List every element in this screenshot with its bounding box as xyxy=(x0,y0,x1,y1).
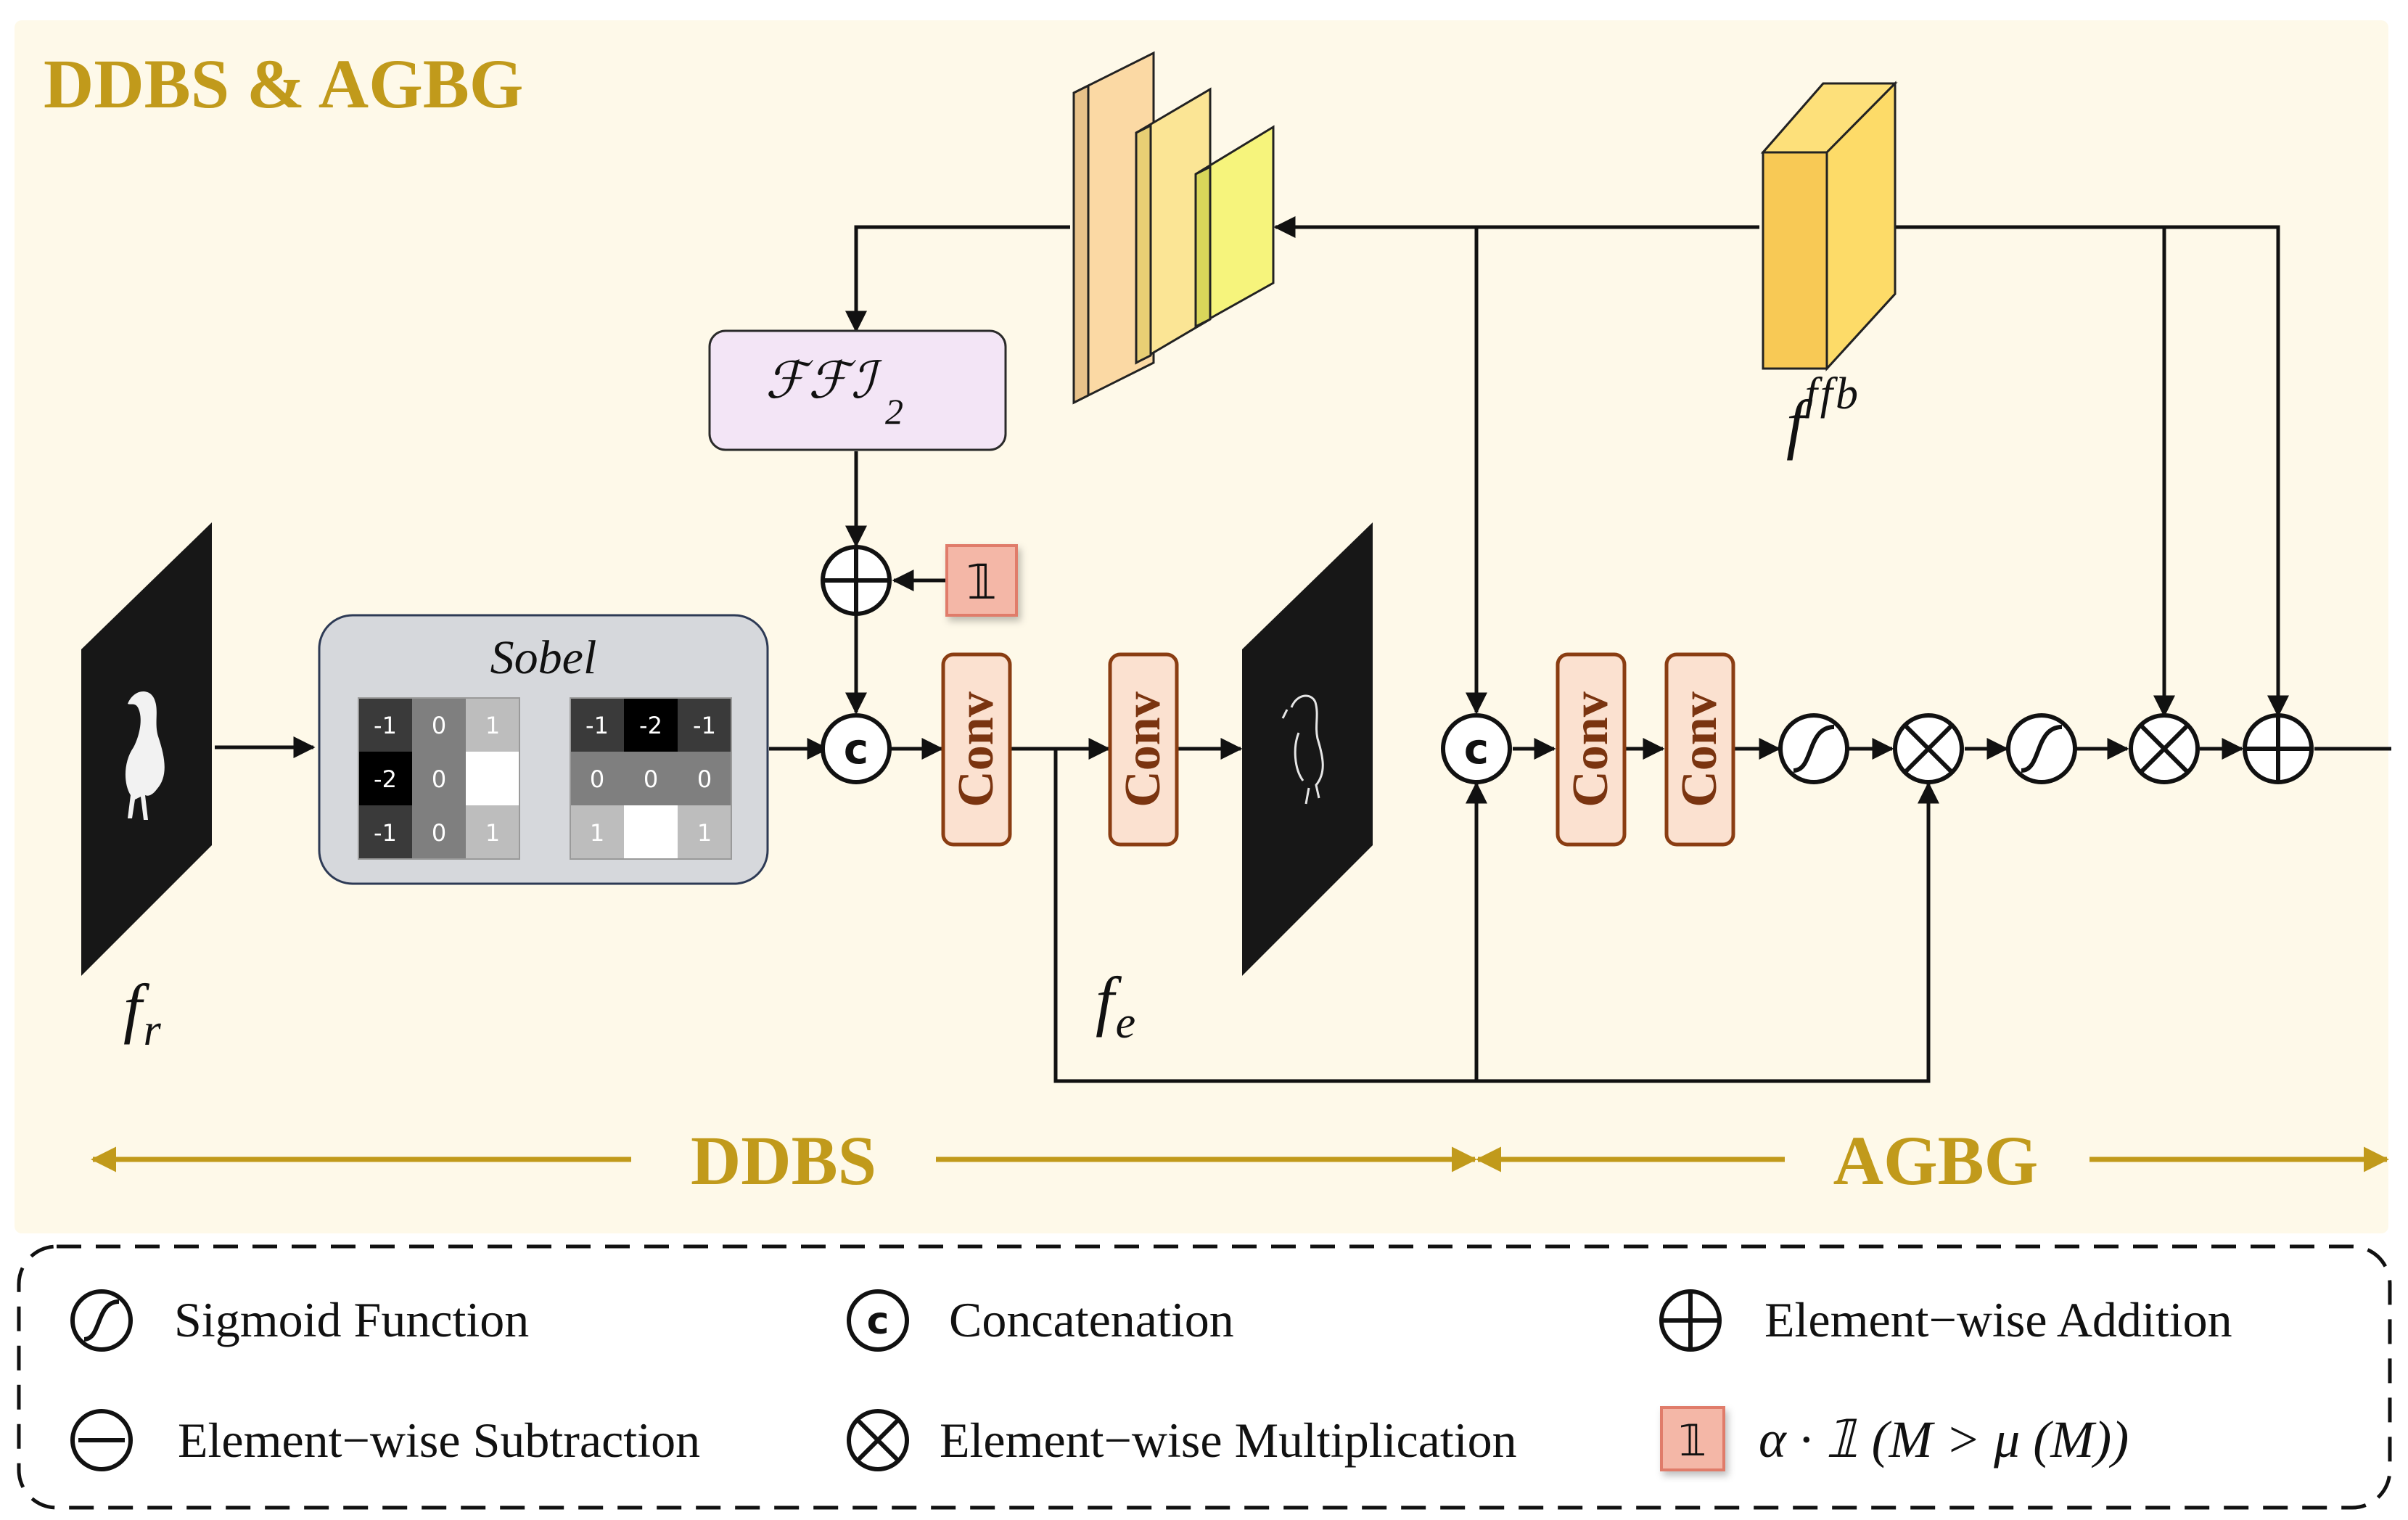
indicator-box: 𝟙 xyxy=(945,544,1018,617)
section-label-agbg: AGBG xyxy=(1833,1122,2039,1199)
kernel-cell xyxy=(570,805,624,859)
kernel-value: 0 xyxy=(644,765,658,793)
feature-map-fr xyxy=(81,522,212,976)
legend-indicator-formula: α · 𝟙 (M > μ (M)) xyxy=(1759,1410,2129,1468)
sobel-label: Sobel xyxy=(490,631,597,684)
fft-block: ℱℱℐ2 xyxy=(708,329,1007,451)
kernel-cell xyxy=(624,805,678,859)
svg-text:c: c xyxy=(1464,724,1489,773)
conv-block-3: Conv xyxy=(1556,652,1627,847)
kernel-cell xyxy=(358,752,412,805)
kernel-value: 1 xyxy=(697,819,712,847)
kernel-value: -1 xyxy=(585,712,609,739)
kernel-cell xyxy=(624,698,678,752)
diagram-title: DDBS & AGBG xyxy=(44,45,523,123)
kernel-cell xyxy=(358,805,412,859)
kernel-value: 0 xyxy=(432,819,446,847)
conv-label: Conv xyxy=(948,691,1004,807)
feature-label-fr: fr xyxy=(123,971,162,1055)
svg-text:𝟙: 𝟙 xyxy=(1679,1416,1706,1466)
concat-operator-1: c xyxy=(821,713,892,784)
sigmoid-operator-1 xyxy=(1778,713,1849,784)
kernel-cell xyxy=(678,752,731,805)
feature-block-fffb xyxy=(1760,81,1898,371)
kernel-cell xyxy=(570,698,624,752)
sobel-kernel-x: -1 0 1 -2 0 -1 0 1 xyxy=(358,697,520,860)
add-operator-top xyxy=(821,545,892,616)
fft-label: ℱℱℐ2 xyxy=(765,353,903,432)
legend-subtract-label: Element−wise Subtraction xyxy=(178,1413,700,1468)
kernel-cell xyxy=(678,698,731,752)
multiply-operator-1 xyxy=(1893,713,1964,784)
legend: Sigmoid Function c Concatenation Element… xyxy=(17,1244,2392,1510)
concat-operator-2: c xyxy=(1441,713,1512,784)
kernel-value: 0 xyxy=(697,765,712,793)
conv-label: Conv xyxy=(1563,691,1619,807)
sobel-block: Sobel -1 0 1 -2 0 -1 0 1 -1 -2 -1 0 0 0 1 1 xyxy=(318,614,769,885)
kernel-value: 1 xyxy=(590,819,604,847)
legend-multiply-icon xyxy=(847,1409,909,1471)
conv-label: Conv xyxy=(1672,691,1727,807)
legend-subtract-icon xyxy=(70,1409,133,1471)
indicator-symbol: 𝟙 xyxy=(966,554,997,610)
conv-block-4: Conv xyxy=(1664,652,1735,847)
connection-lines xyxy=(215,216,2391,1083)
kernel-value: -1 xyxy=(374,819,397,847)
svg-text:c: c xyxy=(844,724,868,773)
feature-map-fe xyxy=(1242,522,1373,976)
kernel-value: 0 xyxy=(432,712,446,739)
legend-multiply-label: Element−wise Multiplication xyxy=(940,1413,1517,1468)
kernel-value: -2 xyxy=(374,765,397,793)
kernel-value: 1 xyxy=(485,819,500,847)
legend-add-icon xyxy=(1659,1289,1722,1352)
kernel-cell xyxy=(358,698,412,752)
kernel-cell xyxy=(624,752,678,805)
legend-concat-label: Concatenation xyxy=(949,1292,1234,1347)
kernel-cell xyxy=(466,698,519,752)
section-label-ddbs: DDBS xyxy=(691,1122,876,1199)
kernel-cell xyxy=(678,805,731,859)
legend-indicator-icon: 𝟙 xyxy=(1660,1406,1725,1471)
legend-concat-icon: c xyxy=(847,1289,909,1352)
sigmoid-operator-2 xyxy=(2006,713,2077,784)
kernel-value: -2 xyxy=(639,712,662,739)
kernel-cell xyxy=(412,805,466,859)
feature-label-fffb: fffb xyxy=(1786,369,1861,461)
feature-pyramid xyxy=(1072,51,1275,405)
add-operator-output xyxy=(2243,713,2314,784)
conv-block-1: Conv xyxy=(941,652,1012,847)
kernel-value: 1 xyxy=(485,712,500,739)
kernel-value: -1 xyxy=(374,712,397,739)
heron-edge-icon xyxy=(1281,694,1324,805)
kernel-cell xyxy=(570,752,624,805)
kernel-value: -1 xyxy=(693,712,716,739)
kernel-cell xyxy=(466,752,519,805)
multiply-operator-2 xyxy=(2129,713,2200,784)
heron-icon xyxy=(125,691,165,820)
kernel-value: 0 xyxy=(432,765,446,793)
legend-sigmoid-icon xyxy=(70,1289,133,1352)
kernel-cell xyxy=(466,805,519,859)
legend-add-label: Element−wise Addition xyxy=(1764,1292,2232,1347)
conv-block-2: Conv xyxy=(1108,652,1179,847)
kernel-cell xyxy=(412,752,466,805)
sobel-kernel-y: -1 -2 -1 0 0 0 1 1 xyxy=(570,697,732,860)
kernel-value: 0 xyxy=(590,765,604,793)
kernel-cell xyxy=(412,698,466,752)
feature-label-fe: fe xyxy=(1096,964,1135,1048)
svg-text:c: c xyxy=(867,1299,889,1343)
legend-sigmoid-label: Sigmoid Function xyxy=(174,1292,529,1347)
conv-label: Conv xyxy=(1115,691,1171,807)
